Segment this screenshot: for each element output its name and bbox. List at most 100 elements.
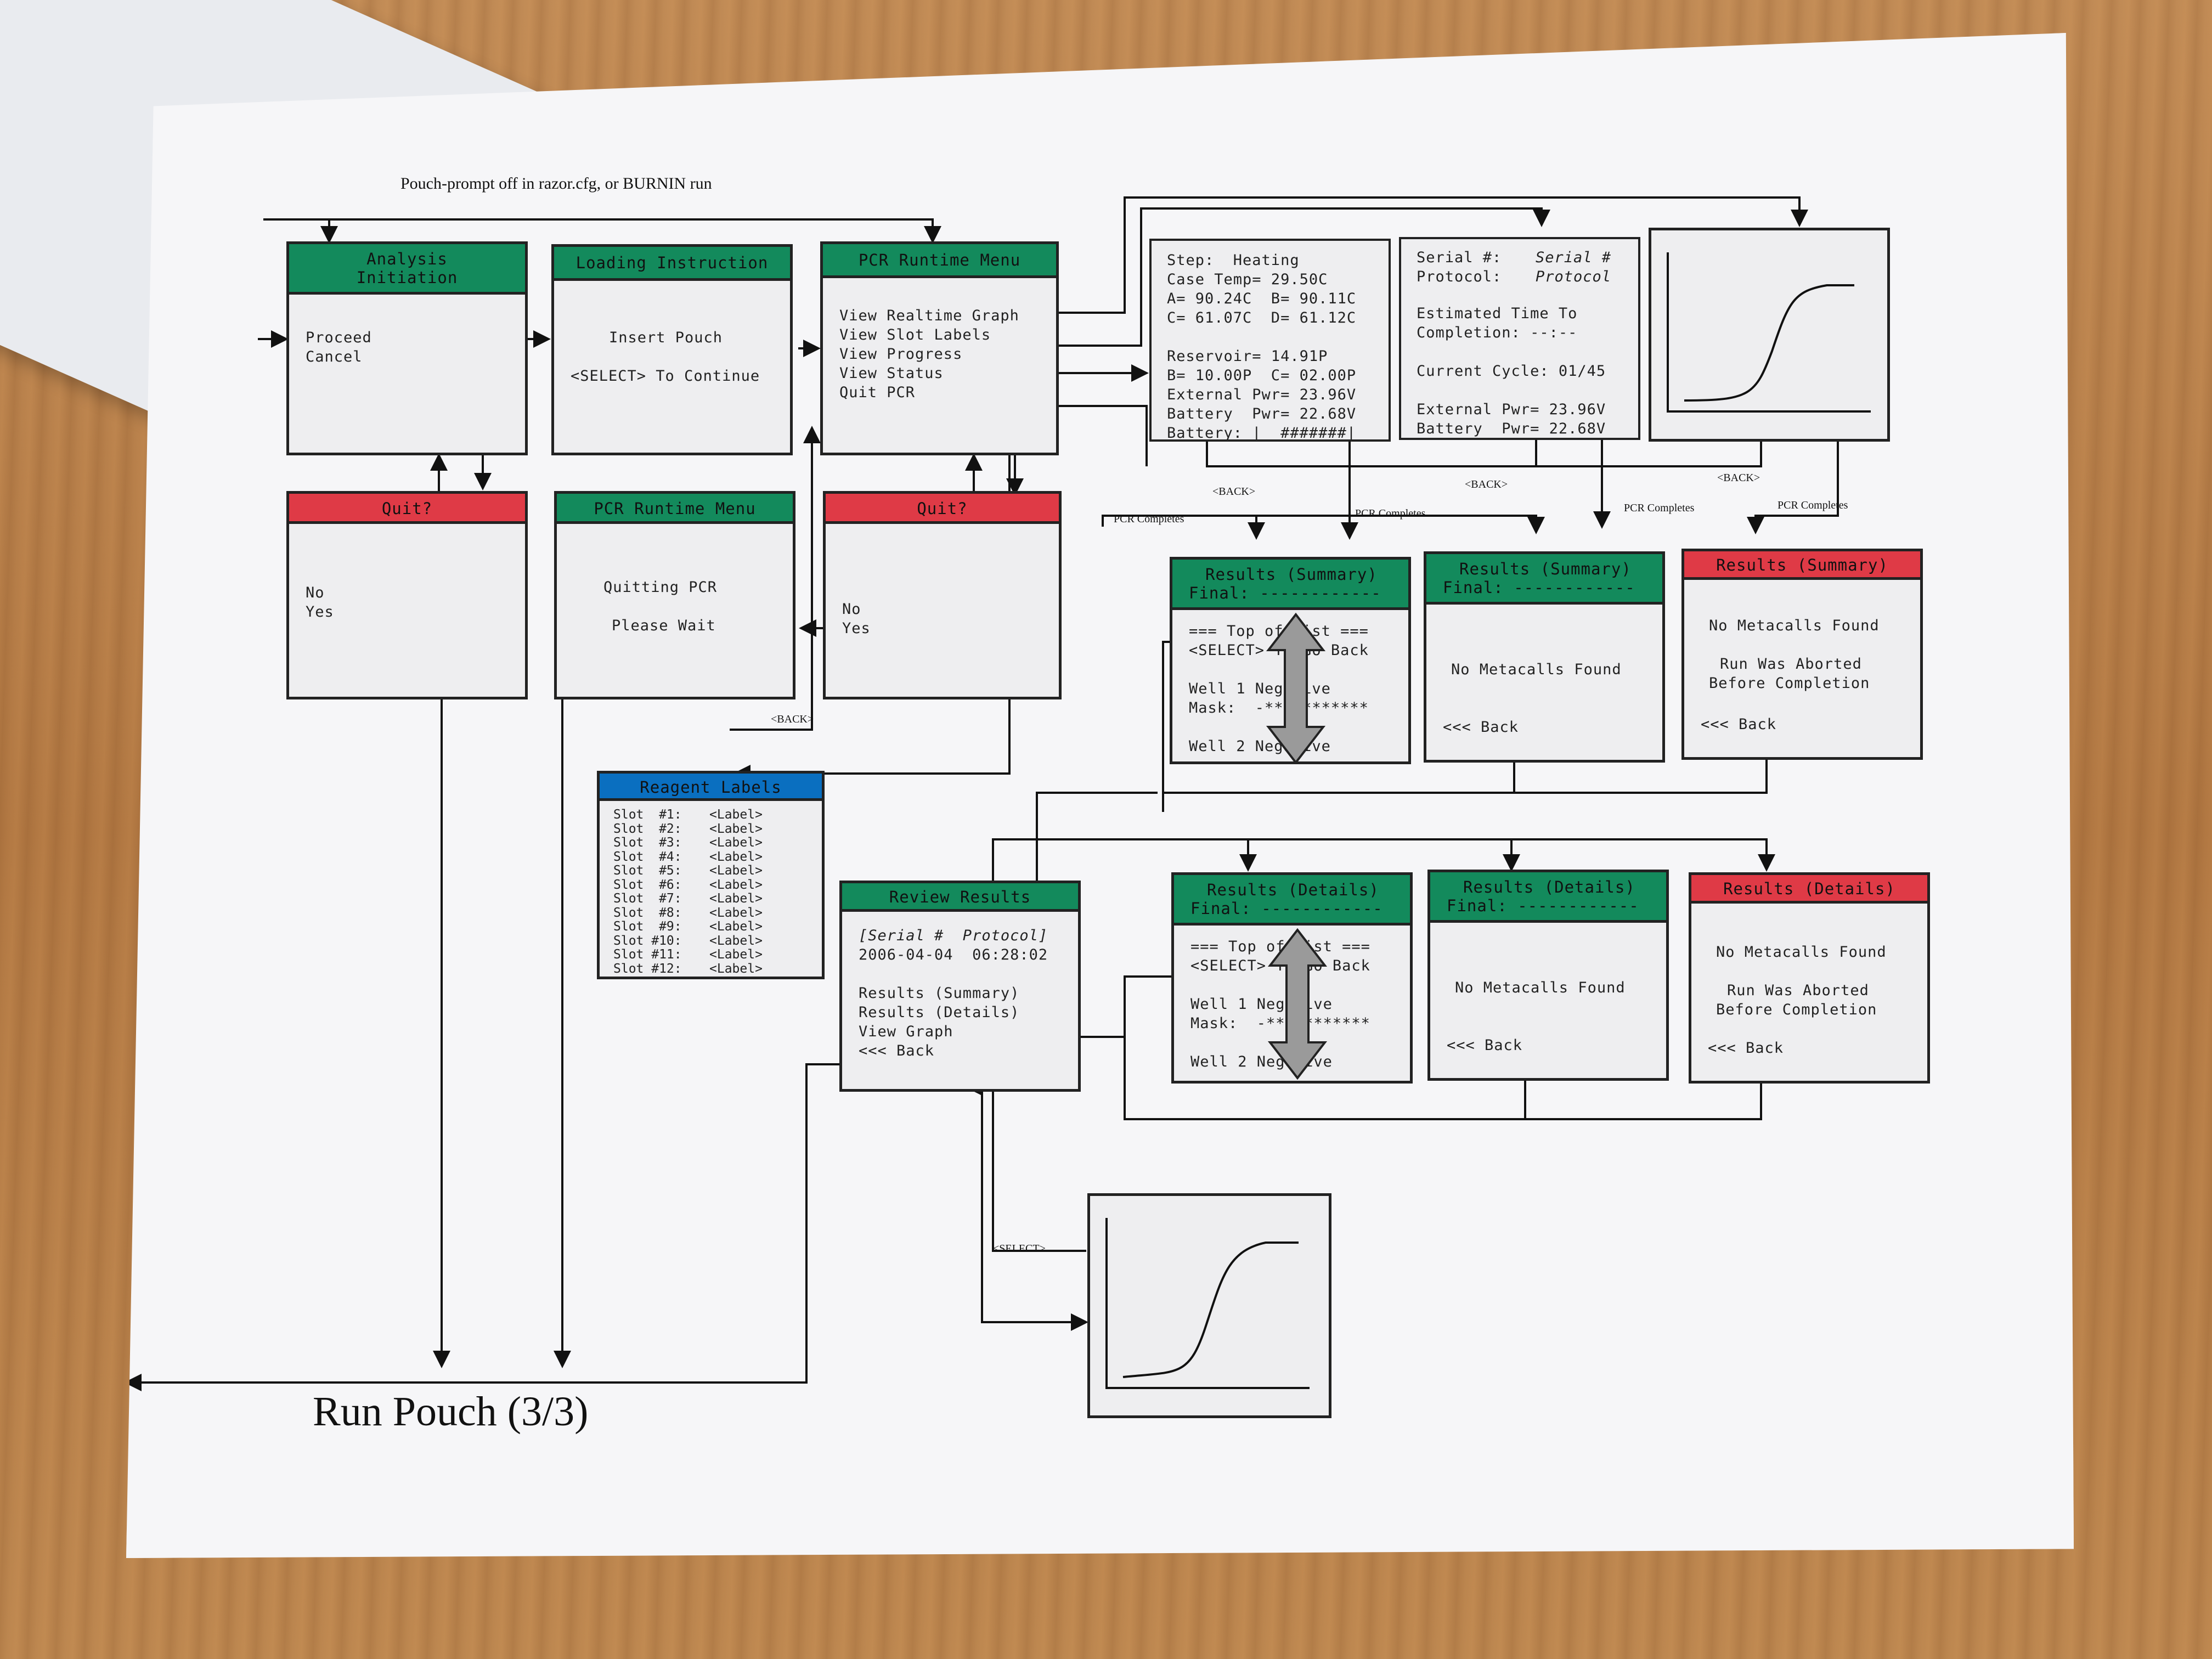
reagent-labels-header: Reagent Labels bbox=[600, 774, 822, 801]
summary-mask: Mask: -*********** bbox=[1189, 699, 1369, 716]
results-details-none-title: Results (Details) bbox=[1463, 878, 1635, 896]
pcr-completes-label-2: PCR Completes bbox=[1355, 507, 1426, 520]
cancel-option[interactable]: Cancel bbox=[306, 348, 363, 365]
page-title: Run Pouch (3/3) bbox=[313, 1389, 589, 1435]
results-details-none-status: Final: ------------ bbox=[1447, 896, 1639, 915]
results-details-final-screen: Results (Details) Final: ------------ ==… bbox=[1171, 872, 1413, 1084]
results-summary-final-title: Results (Summary) bbox=[1205, 565, 1378, 584]
details-aborted-back[interactable]: <<< Back bbox=[1708, 1040, 1784, 1057]
quitting-pcr-text: Quitting PCR bbox=[603, 579, 718, 596]
reagent-slot-number: Slot #11: bbox=[613, 947, 682, 962]
reagent-slot-label: <Label> bbox=[709, 961, 763, 976]
details-aborted-run-was-aborted: Run Was Aborted bbox=[1727, 982, 1869, 999]
reagent-slot-label: <Label> bbox=[709, 864, 763, 878]
aborted-before-completion: Before Completion bbox=[1709, 675, 1870, 692]
results-details-final-status: Final: ------------ bbox=[1190, 899, 1383, 918]
review-results-screen: Review Results [Serial # Protocol] 2006-… bbox=[839, 881, 1081, 1092]
progress-current-cycle: Current Cycle: 01/45 bbox=[1417, 363, 1606, 380]
view-slot-labels-item[interactable]: View Slot Labels bbox=[839, 326, 991, 343]
reagent-slot-number: Slot #3: bbox=[613, 836, 682, 850]
reagent-slot-label: <Label> bbox=[709, 821, 763, 836]
status-temps-cd: C= 61.07C D= 61.12C bbox=[1167, 309, 1357, 326]
back-label-graph: <BACK> bbox=[1717, 472, 1760, 484]
results-summary-final-header: Results (Summary) Final: ------------ bbox=[1172, 560, 1408, 610]
view-progress-item[interactable]: View Progress bbox=[839, 346, 963, 363]
summary-aborted-back[interactable]: <<< Back bbox=[1701, 716, 1777, 733]
diagram-paper: Pouch-prompt off in razor.cfg, or BURNIN… bbox=[126, 33, 2074, 1558]
view-status-item[interactable]: View Status bbox=[839, 365, 944, 382]
pcr-quitting-header: PCR Runtime Menu bbox=[557, 494, 793, 524]
results-summary-aborted-screen: Results (Summary) No Metacalls Found Run… bbox=[1681, 549, 1923, 760]
back-label-progress: <BACK> bbox=[1465, 478, 1508, 490]
reagent-slot-number: Slot #9: bbox=[613, 919, 682, 934]
results-summary-none-title: Results (Summary) bbox=[1459, 560, 1632, 578]
reagent-slot-number: Slot #6: bbox=[613, 877, 682, 892]
details-back-bus bbox=[1124, 975, 1762, 1120]
realtime-graph-screen bbox=[1649, 228, 1890, 442]
review-results-summary-item[interactable]: Results (Summary) bbox=[859, 985, 1020, 1002]
back-label-status: <BACK> bbox=[1212, 486, 1256, 498]
aborted-no-metacalls: No Metacalls Found bbox=[1709, 617, 1880, 634]
pcr-quitting-screen: PCR Runtime Menu Quitting PCR Please Wai… bbox=[554, 491, 795, 699]
arrow-pouch-prompt-to-pcr-menu bbox=[263, 218, 941, 244]
back-label-reagent: <BACK> bbox=[771, 713, 814, 725]
details-aborted-before-completion: Before Completion bbox=[1716, 1001, 1877, 1018]
quit-right-no-option[interactable]: No bbox=[842, 601, 861, 618]
aborted-run-was-aborted: Run Was Aborted bbox=[1720, 656, 1862, 673]
quit-left-no-option[interactable]: No bbox=[306, 584, 325, 601]
review-graph-plot bbox=[1105, 1218, 1310, 1389]
progress-estimated-time: Estimated Time To bbox=[1417, 305, 1578, 322]
analysis-initiation-screen: Analysis Initiation Proceed Cancel bbox=[286, 241, 528, 455]
quit-left-yes-option[interactable]: Yes bbox=[306, 603, 334, 620]
status-battery-bar: Battery: |__#######| bbox=[1167, 425, 1357, 442]
view-realtime-graph-item[interactable]: View Realtime Graph bbox=[839, 307, 1019, 324]
back-bus-graph bbox=[1536, 439, 1762, 467]
pcr-completes-label-1: PCR Completes bbox=[1114, 513, 1184, 525]
select-to-continue-text: <SELECT> To Continue bbox=[571, 368, 760, 385]
results-details-aborted-header: Results (Details) bbox=[1691, 875, 1927, 904]
quit-pcr-item[interactable]: Quit PCR bbox=[839, 384, 916, 401]
review-back-item[interactable]: <<< Back bbox=[859, 1042, 935, 1059]
details-well-1: Well 1 Negative bbox=[1190, 996, 1333, 1013]
status-external-pwr: External Pwr= 23.96V bbox=[1167, 386, 1357, 403]
scroll-arrow-icon[interactable] bbox=[1267, 927, 1328, 1081]
reagent-labels-screen: Reagent Labels Slot #1: <Label> Slot #2: <L… bbox=[597, 771, 825, 979]
arrow-back-to-run-pouch bbox=[126, 1063, 883, 1391]
arrow-realtime-to-graph bbox=[1009, 196, 1808, 314]
results-summary-none-header: Results (Summary) Final: ------------ bbox=[1426, 554, 1662, 605]
proceed-option[interactable]: Proceed bbox=[306, 329, 372, 346]
results-details-aborted-screen: Results (Details) No Metacalls Found Run… bbox=[1689, 872, 1930, 1084]
reagent-slot-number: Slot #1: bbox=[613, 808, 682, 822]
reagent-slot-number: Slot #2: bbox=[613, 821, 682, 836]
details-none-back[interactable]: <<< Back bbox=[1447, 1037, 1523, 1054]
details-aborted-no-metacalls: No Metacalls Found bbox=[1716, 944, 1887, 961]
review-view-graph-item[interactable]: View Graph bbox=[859, 1023, 953, 1040]
insert-pouch-text: Insert Pouch bbox=[609, 329, 723, 346]
reagent-slot-label: <Label> bbox=[709, 905, 763, 920]
pouch-prompt-note: Pouch-prompt off in razor.cfg, or BURNIN… bbox=[400, 174, 712, 193]
back-bus-status bbox=[1206, 439, 1537, 467]
scroll-arrow-icon[interactable] bbox=[1266, 612, 1326, 765]
progress-completion: Completion: --:-- bbox=[1417, 324, 1578, 341]
review-results-header: Review Results bbox=[842, 883, 1078, 912]
pcr-completes-label-4: PCR Completes bbox=[1778, 499, 1848, 511]
details-no-metacalls: No Metacalls Found bbox=[1455, 979, 1626, 996]
progress-external-pwr: External Pwr= 23.96V bbox=[1417, 401, 1606, 418]
reagent-slot-number: Slot #7: bbox=[613, 891, 682, 906]
review-results-details-item[interactable]: Results (Details) bbox=[859, 1004, 1020, 1021]
results-summary-aborted-header: Results (Summary) bbox=[1684, 551, 1920, 580]
progress-panel-screen: Serial #: Serial # Protocol: Protocol Es… bbox=[1399, 237, 1640, 440]
summary-none-back[interactable]: <<< Back bbox=[1443, 719, 1519, 736]
reagent-slot-number: Slot #10: bbox=[613, 933, 682, 948]
progress-serial-label: Serial #: bbox=[1417, 249, 1502, 266]
arrow-pcr-completes-1 bbox=[1102, 515, 1265, 540]
quit-left-header: Quit? bbox=[289, 494, 525, 524]
arrow-quit-yes-to-run-pouch bbox=[379, 608, 450, 1368]
results-details-final-title: Results (Details) bbox=[1207, 881, 1379, 899]
quit-right-yes-option[interactable]: Yes bbox=[842, 620, 871, 637]
select-label: <SELECT> bbox=[993, 1243, 1046, 1255]
progress-protocol-value: Protocol bbox=[1536, 268, 1612, 285]
loading-instruction-screen: Loading Instruction Insert Pouch <SELECT… bbox=[551, 244, 793, 455]
arrow-reagent-back bbox=[730, 426, 821, 731]
arrow-pcr-completes-4 bbox=[1747, 439, 1839, 534]
